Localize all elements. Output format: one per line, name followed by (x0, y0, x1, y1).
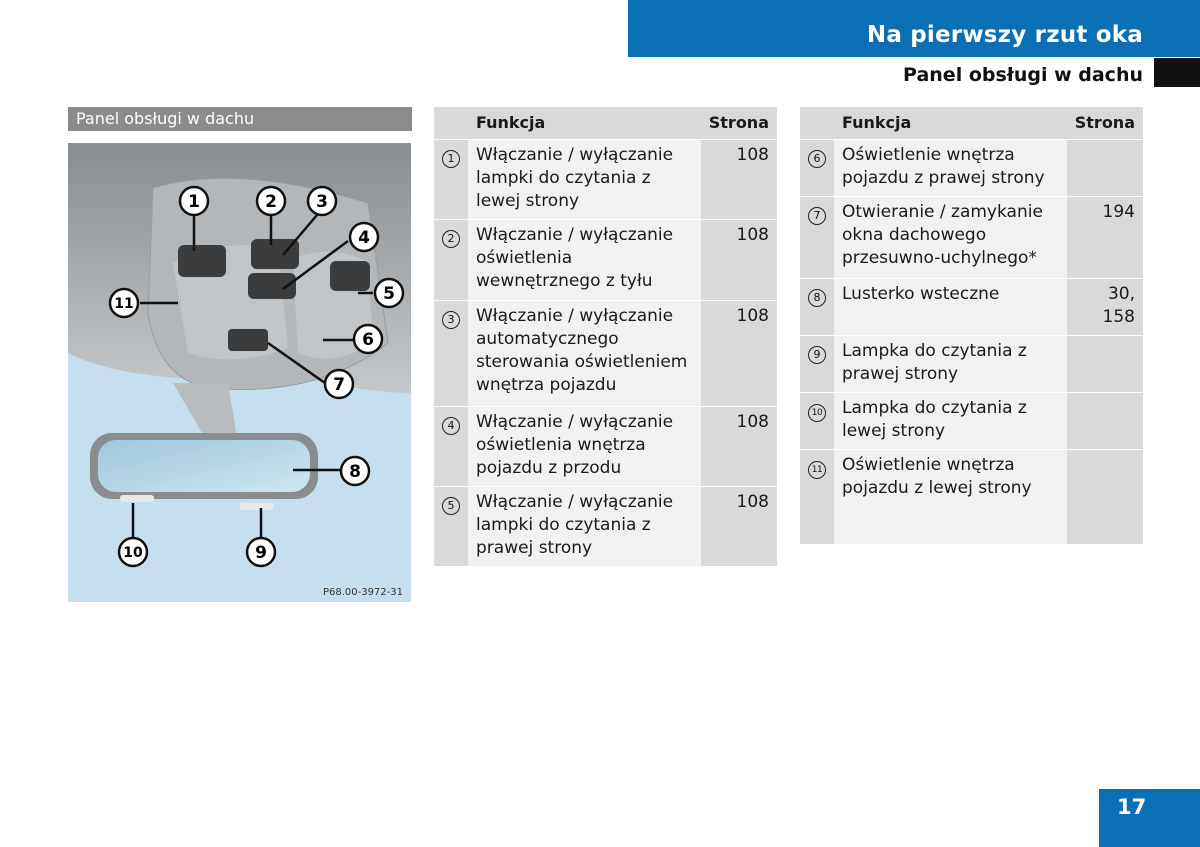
svg-text:4: 4 (358, 228, 370, 248)
callout-10: 10 (117, 536, 149, 568)
header-function: Funkcja (468, 107, 701, 139)
page-ref: 194 (1066, 195, 1143, 278)
item-number: 5 (442, 496, 460, 515)
function-text: Włączanie / wyłączanie lampki do czytani… (468, 485, 701, 566)
function-text: Włączanie / wyłączanie lampki do czytani… (468, 138, 701, 219)
page-ref: 108 (700, 218, 777, 300)
chapter-title: Na pierwszy rzut oka (866, 22, 1143, 48)
function-text: Lampka do czytania z lewej strony (834, 391, 1067, 449)
function-table-right: Funkcja Strona 6 Oświetlenie wnętrza poj… (800, 107, 1143, 544)
section-label: Panel obsługi w dachu (68, 107, 412, 131)
table-row: 3 Włączanie / wyłączanie automatycznego … (434, 299, 777, 406)
item-number: 6 (808, 149, 826, 168)
header-band: Na pierwszy rzut oka (628, 0, 1200, 57)
function-text: Oświetlenie wnętrza pojazdu z lewej stro… (834, 448, 1067, 544)
callout-3: 3 (306, 185, 338, 217)
item-number: 4 (442, 416, 460, 435)
header-page: Strona (700, 107, 777, 139)
table-row: 5 Włączanie / wyłączanie lampki do czyta… (434, 485, 777, 566)
function-text: Lusterko wsteczne (834, 277, 1067, 335)
function-table-left: Funkcja Strona 1 Włączanie / wyłączanie … (434, 107, 777, 566)
callout-4: 4 (348, 221, 380, 253)
svg-text:2: 2 (265, 192, 277, 212)
svg-text:5: 5 (383, 284, 395, 304)
item-number: 3 (442, 310, 460, 329)
page-ref (1066, 334, 1143, 392)
page-ref (1066, 138, 1143, 196)
callout-1: 1 (178, 185, 210, 217)
item-number: 2 (442, 229, 460, 248)
subtitle-marker (1154, 58, 1200, 87)
svg-text:8: 8 (349, 462, 361, 482)
header-function: Funkcja (834, 107, 1067, 139)
section-subtitle: Panel obsługi w dachu (903, 64, 1143, 86)
callout-7: 7 (323, 368, 355, 400)
table-row: 7 Otwieranie / zamykanie okna dachowego … (800, 195, 1143, 278)
svg-text:3: 3 (316, 192, 328, 212)
table-row: 6 Oświetlenie wnętrza pojazdu z prawej s… (800, 138, 1143, 196)
callout-9: 9 (245, 536, 277, 568)
function-text: Otwieranie / zamykanie okna dachowego pr… (834, 195, 1067, 278)
svg-text:11: 11 (114, 296, 133, 312)
item-number: 10 (808, 403, 826, 422)
page-ref: 30, 158 (1066, 277, 1143, 335)
callout-2: 2 (255, 185, 287, 217)
svg-text:10: 10 (123, 545, 143, 561)
callout-5: 5 (373, 277, 405, 309)
function-text: Lampka do czytania z prawej strony (834, 334, 1067, 392)
svg-text:1: 1 (188, 192, 200, 212)
page-ref: 108 (700, 299, 777, 406)
item-number: 1 (442, 149, 460, 168)
table-row: 1 Włączanie / wyłączanie lampki do czyta… (434, 138, 777, 219)
callout-11: 11 (108, 287, 140, 319)
callout-8: 8 (339, 455, 371, 487)
item-number: 8 (808, 288, 826, 307)
function-text: Oświetlenie wnętrza pojazdu z prawej str… (834, 138, 1067, 196)
function-text: Włączanie / wyłączanie automatycznego st… (468, 299, 701, 406)
item-number: 11 (808, 460, 826, 479)
page-ref (1066, 448, 1143, 544)
item-number: 9 (808, 345, 826, 364)
page-ref: 108 (700, 485, 777, 566)
page-ref: 108 (700, 138, 777, 219)
function-text: Włączanie / wyłączanie oświetlenia wewnę… (468, 218, 701, 300)
item-number: 7 (808, 206, 826, 225)
figure-code: P68.00-3972-31 (323, 587, 403, 598)
callout-6: 6 (352, 323, 384, 355)
table-row: 4 Włączanie / wyłączanie oświetlenia wnę… (434, 405, 777, 486)
table-row: 11 Oświetlenie wnętrza pojazdu z lewej s… (800, 448, 1143, 544)
page-number: 17 (1099, 789, 1200, 847)
table-row: 10 Lampka do czytania z lewej strony (800, 391, 1143, 449)
svg-text:6: 6 (362, 330, 374, 350)
function-text: Włączanie / wyłączanie oświetlenia wnętr… (468, 405, 701, 486)
table-row: 2 Włączanie / wyłączanie oświetlenia wew… (434, 218, 777, 300)
page-ref: 108 (700, 405, 777, 486)
svg-text:9: 9 (255, 543, 267, 563)
page-ref (1066, 391, 1143, 449)
roof-panel-illustration: 1 2 3 4 5 6 7 8 9 10 11 P68.00-3972-31 (68, 143, 411, 602)
table-row: 8 Lusterko wsteczne 30, 158 (800, 277, 1143, 335)
svg-text:7: 7 (333, 375, 345, 395)
table-row: 9 Lampka do czytania z prawej strony (800, 334, 1143, 392)
header-page: Strona (1066, 107, 1143, 139)
